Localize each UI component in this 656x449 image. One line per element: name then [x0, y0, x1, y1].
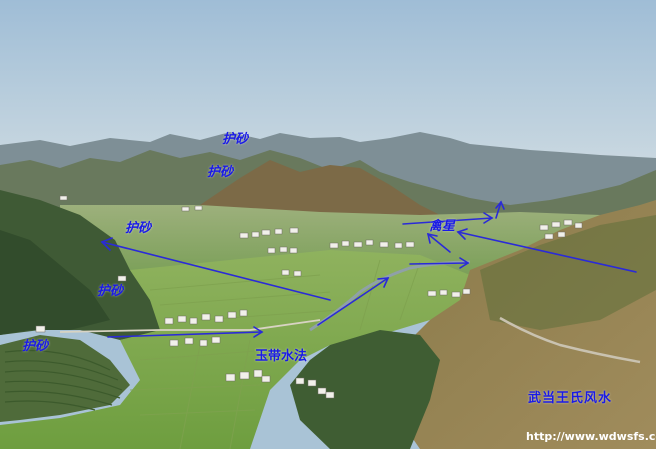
arrow-river-up — [317, 277, 390, 326]
arrow-qinxing-up — [495, 200, 505, 219]
annotation-arrows — [100, 200, 637, 338]
label-husha-bottom: 护砂 — [22, 339, 49, 354]
terraced-hill — [0, 335, 130, 422]
village-houses — [35, 195, 583, 399]
arrow-qinxing-right — [402, 212, 494, 225]
arrow-right-slope — [456, 228, 637, 273]
green-fields — [0, 250, 480, 449]
central-hill — [200, 160, 440, 215]
label-husha-lower: 护砂 — [97, 284, 124, 299]
arrow-qinxing-down — [426, 232, 451, 253]
label-husha-middle: 护砂 — [125, 221, 152, 236]
rock-ledge — [499, 316, 641, 364]
label-title: 武当王氏风水 — [528, 391, 613, 406]
arrow-left-husha — [100, 237, 331, 301]
arrow-river-right — [409, 257, 470, 269]
label-husha-upper: 护砂 — [207, 165, 234, 180]
label-qinxing: 禽星 — [429, 219, 456, 234]
arrow-road-right — [107, 326, 264, 338]
label-husha-top: 护砂 — [222, 132, 249, 147]
middle-forest — [290, 330, 440, 449]
road — [59, 319, 321, 333]
label-yudai-shuifa: 玉带水法 — [255, 349, 308, 364]
watermark-url: http://www.wdwsfs.com — [526, 430, 656, 443]
